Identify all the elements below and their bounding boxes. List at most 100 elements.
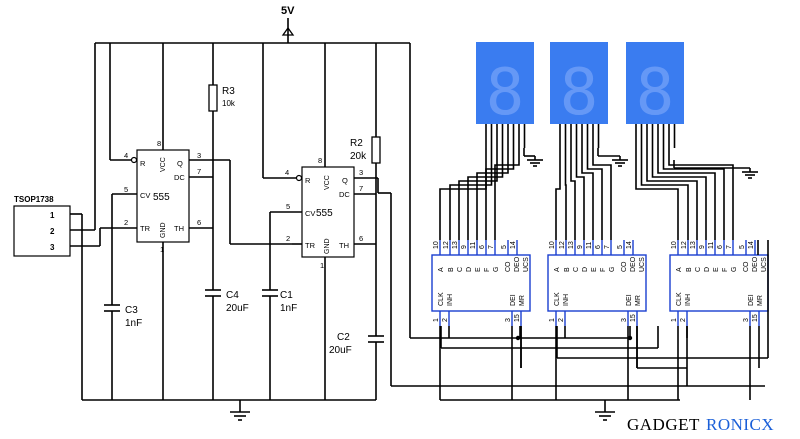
ic-top-pin-number: 5 [501, 245, 508, 249]
ic-top-pin-number: 13 [690, 241, 697, 249]
ic-top-label: A [438, 267, 445, 272]
svg-text:8: 8 [157, 139, 161, 148]
ic-top-pin-number: 6 [479, 245, 486, 249]
ic-top-pin-number: 13 [568, 241, 575, 249]
ic-top-pin-number: 10 [549, 241, 556, 249]
svg-text:DC: DC [174, 173, 185, 182]
segment-wire [657, 148, 716, 240]
supply-rail: 5V [95, 5, 410, 44]
c1-value: 1nF [280, 303, 297, 314]
ic-top-pin-number: 11 [470, 242, 477, 249]
ic-bottom-pin-number: 1 [433, 318, 440, 322]
segment-wire [635, 148, 679, 240]
ic-bottom-label: INH [447, 294, 454, 306]
display-digit: 8 [560, 56, 599, 130]
ic-bottom-label: MR [519, 295, 526, 306]
ic-top-label: A [554, 267, 561, 272]
ic-top-label: G [493, 267, 500, 272]
c3-value: 1nF [125, 318, 142, 329]
svg-text:3: 3 [359, 168, 363, 177]
capacitor-c3: C3 1nF [104, 304, 142, 400]
segment-wire [575, 148, 585, 240]
ic-top-label: B [686, 267, 693, 272]
svg-text:CV: CV [305, 209, 315, 218]
ic-top-pin-number: 7 [488, 245, 495, 249]
ic-top-label: A [676, 267, 683, 272]
ic-top-pin-number: 14 [748, 241, 755, 249]
ic-top-label: C [457, 267, 464, 272]
ic-bottom-pin-number: 1 [671, 318, 678, 322]
segment-wire [449, 148, 493, 240]
ic-bottom-label: INH [563, 294, 570, 306]
segment-wire [476, 148, 509, 240]
segment-wire [581, 148, 594, 240]
svg-text:Q: Q [342, 176, 348, 185]
sensor-name: TSOP1738 [14, 195, 54, 204]
ic-bottom-label: DEI [748, 294, 755, 306]
sensor-pin-2: 2 [50, 227, 55, 236]
ic-bottom-label: DEI [626, 294, 633, 306]
svg-text:5: 5 [286, 202, 290, 211]
brand-part2: RONICX [706, 415, 774, 434]
c1-name: C1 [280, 290, 293, 301]
ic-top-label: CO [621, 261, 628, 272]
segment-wire [494, 148, 520, 240]
display-ground-icon [597, 148, 628, 167]
svg-text:TH: TH [174, 224, 184, 233]
junction-dot [515, 335, 521, 341]
ic-top-pin-number: 7 [604, 245, 611, 249]
segment-wire [564, 148, 567, 240]
segment-wire [646, 148, 698, 240]
display-body [476, 42, 534, 124]
segment-wire [485, 148, 515, 240]
capacitor-c1: C1 1nF [262, 289, 297, 400]
ic-bottom-pin-number: 3 [743, 318, 750, 322]
segment-wire [555, 148, 561, 240]
ic-bottom-label: MR [757, 295, 764, 306]
svg-text:DC: DC [339, 190, 350, 199]
ic-top-pin-number: 12 [443, 241, 450, 249]
ic-bottom-label: CLK [438, 292, 445, 306]
ic-bottom-pin-number: 15 [514, 314, 521, 322]
svg-text:CV: CV [140, 191, 150, 200]
ic-top-label: B [564, 267, 571, 272]
ic-bottom-label: CLK [554, 292, 561, 306]
ic-top-pin-number: 14 [626, 241, 633, 249]
ic-top-pin-number: 11 [708, 242, 715, 249]
svg-text:R: R [305, 176, 311, 185]
display-body [550, 42, 608, 124]
c3-name: C3 [125, 305, 138, 316]
resistor-r3: R3 10k [208, 43, 236, 290]
seven-segment-display-2: 8 [550, 42, 608, 148]
ic-top-pin-number: 12 [681, 241, 688, 249]
ic-top-pin-number: 14 [510, 241, 517, 249]
ic-top-pin-number: 6 [595, 245, 602, 249]
ic-top-label: CO [505, 261, 512, 272]
brand-part1: GADGET [627, 415, 700, 434]
segment-wire [662, 148, 725, 240]
ic-bottom-pin-number: 15 [752, 314, 759, 322]
display-ground-icon [523, 148, 543, 167]
segment-wire [640, 148, 689, 240]
ic-top-label: D [466, 267, 473, 272]
ic-bottom-pin-number: 1 [549, 318, 556, 322]
segment-wire [586, 148, 603, 240]
brand-logo: GADGET RONICX [627, 415, 774, 434]
ic-body [431, 254, 531, 312]
ic-top-label: DEO [630, 256, 637, 272]
svg-text:4: 4 [124, 151, 128, 160]
c4-name: C4 [226, 290, 239, 301]
r3-value: 10k [222, 99, 236, 108]
svg-text:R: R [140, 159, 146, 168]
ic-top-label: UCS [761, 257, 768, 272]
svg-text:8: 8 [318, 156, 322, 165]
c2-value: 20uF [329, 345, 352, 356]
ic-top-label: B [448, 267, 455, 272]
ic-top-pin-number: 13 [452, 241, 459, 249]
seven-segment-display-3: 8 [626, 42, 684, 148]
ic-bottom-pin-number: 2 [442, 318, 449, 322]
svg-text:VCC: VCC [160, 157, 167, 172]
